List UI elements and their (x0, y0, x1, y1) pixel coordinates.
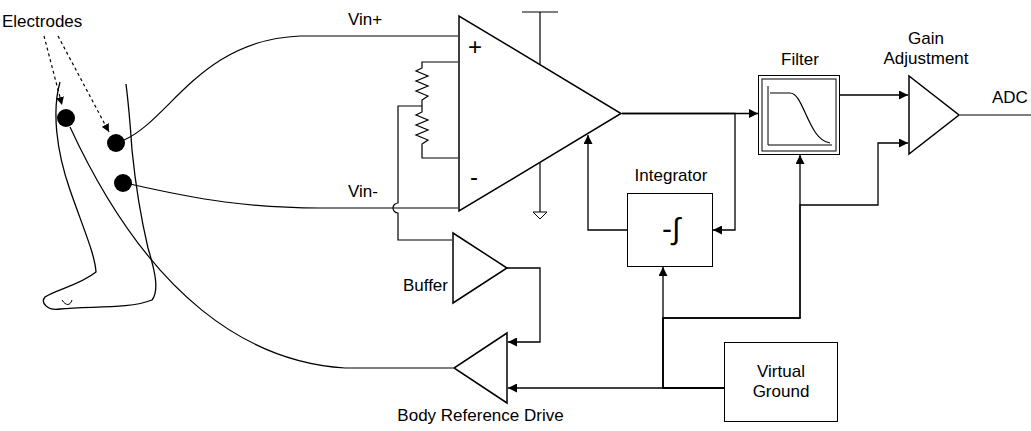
output-wire (960, 114, 1031, 115)
drive-triangle (454, 333, 507, 403)
leader-arrow (58, 36, 109, 132)
buffer-triangle: Buffer (452, 232, 508, 304)
buffer-input-wire (393, 106, 452, 240)
amplifier-triangle: +- (458, 15, 622, 212)
callout-label: Electrodes (2, 12, 82, 32)
shape-outline (458, 15, 622, 212)
signal-connector (663, 267, 724, 388)
filter-curve (770, 93, 830, 143)
resistor-symbol (416, 62, 458, 158)
electrode (107, 134, 125, 152)
signal-name: Vin+ (348, 10, 382, 30)
signal-connector (663, 155, 800, 388)
signal-name: Vin- (348, 182, 378, 202)
filter-inner-frame (762, 79, 836, 151)
signal-connector (840, 94, 908, 95)
input-wire (130, 184, 458, 208)
input-sign: + (468, 35, 482, 59)
block-label: Buffer (390, 276, 448, 296)
input-sign: - (470, 165, 478, 189)
electrode (114, 174, 132, 192)
shape-outline (908, 75, 960, 155)
drive-triangle: Body Reference Drive (453, 332, 508, 404)
leader-arrow (44, 36, 62, 105)
gain-triangle: Gain Adjustment (908, 75, 960, 155)
gain-triangle (909, 76, 959, 154)
integrator-symbol: -∫ (634, 211, 708, 247)
toe-line (62, 300, 72, 305)
shape-outline (453, 332, 508, 404)
shape-outline (452, 232, 508, 304)
block-label: Filter (749, 50, 851, 70)
input-wire (124, 36, 458, 140)
integrator-box: Integrator-∫ (627, 193, 713, 267)
filter-axes (768, 86, 832, 145)
amplifier-triangle (459, 16, 621, 211)
leg-outline (43, 82, 155, 309)
electrode (57, 109, 75, 127)
ground-box: Virtual Ground (724, 342, 838, 422)
output-label: ADC (992, 88, 1028, 108)
block-label: Virtual Ground (725, 362, 837, 403)
ground-symbol (533, 212, 547, 219)
block-label: Body Reference Drive (383, 406, 578, 426)
block-label: Gain Adjustment (876, 29, 976, 70)
supply-rail (539, 163, 540, 212)
supply-rail (522, 12, 558, 64)
block-label: Integrator (616, 166, 726, 186)
buffer-triangle (453, 233, 507, 303)
drive-wire (70, 127, 453, 368)
signal-connector (507, 268, 540, 342)
filter-box: Filter (758, 75, 840, 155)
